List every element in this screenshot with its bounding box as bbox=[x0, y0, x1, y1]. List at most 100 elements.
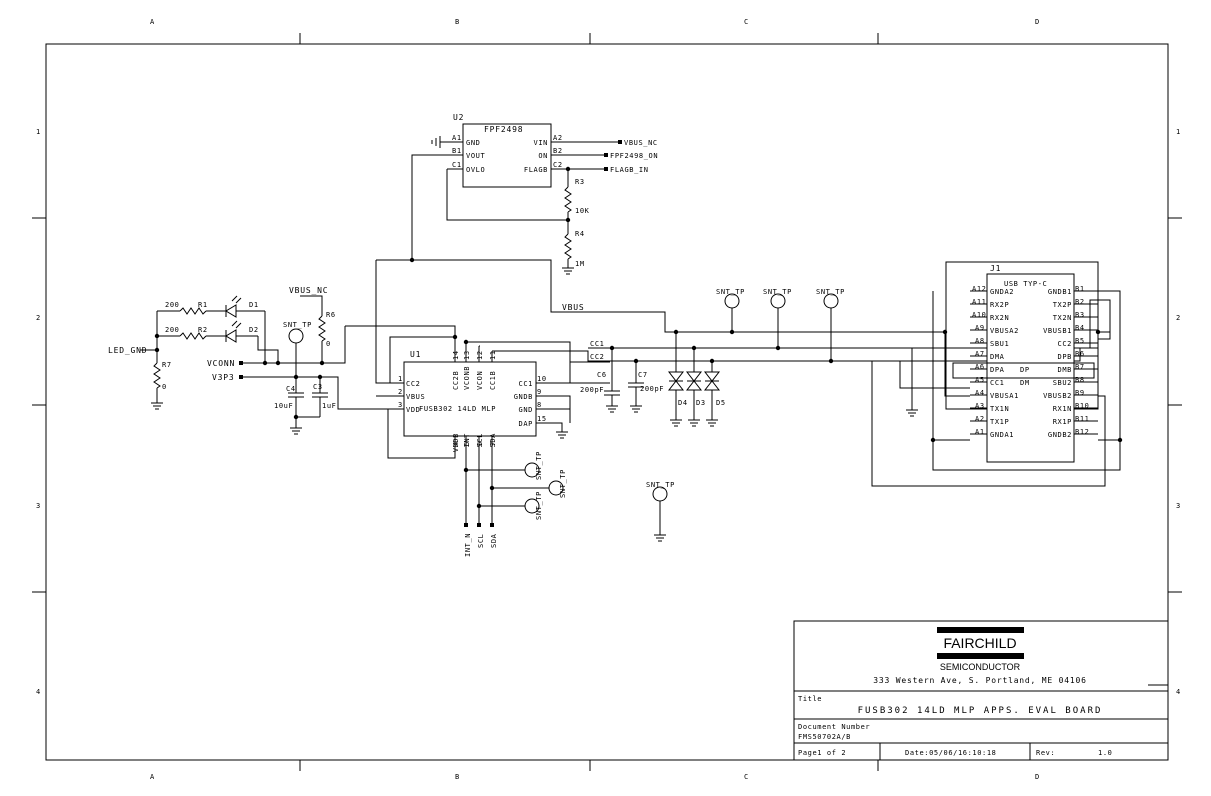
net-label-flagb-in: FLAGB_IN bbox=[610, 166, 649, 174]
ground-symbol bbox=[670, 419, 718, 427]
ground-symbol bbox=[556, 431, 568, 439]
ground-symbol bbox=[906, 409, 918, 417]
j1-dp-label: DP bbox=[1020, 366, 1030, 374]
j1-pin-name: GNDA2 bbox=[990, 288, 1014, 296]
u2-pin-name: FLAGB bbox=[524, 166, 548, 174]
capacitor-c3[interactable]: C3 1uF bbox=[312, 377, 336, 417]
j1-pin-name: RX2P bbox=[990, 301, 1009, 309]
c4-value: 10uF bbox=[274, 402, 293, 410]
u2-pin-num: B2 bbox=[553, 147, 563, 155]
u2-pin-name: GND bbox=[466, 139, 480, 147]
u2-pin-name: ON bbox=[538, 152, 548, 160]
u2-pin-num: C1 bbox=[452, 161, 462, 169]
u1-pin-num: 5 bbox=[463, 441, 471, 446]
led-d2[interactable]: D2 bbox=[225, 320, 259, 343]
ground-symbol bbox=[151, 402, 163, 410]
j1-pin-name: GNDB1 bbox=[1048, 288, 1072, 296]
j1-pin-name: SBU1 bbox=[990, 340, 1009, 348]
j1-pin-num: B6 bbox=[1075, 350, 1085, 358]
u2-pin-name: VOUT bbox=[466, 152, 485, 160]
test-point-label: SNT_TP bbox=[559, 469, 567, 498]
j1-pin-num: B10 bbox=[1075, 402, 1089, 410]
d3-ref: D3 bbox=[696, 399, 706, 407]
led-d1[interactable]: D1 bbox=[225, 295, 265, 318]
test-point[interactable]: SNT_TP bbox=[816, 288, 845, 364]
resistor-r6[interactable]: R6 0 bbox=[318, 311, 336, 363]
j1-pin-name: DMB bbox=[1058, 366, 1072, 374]
test-point[interactable]: SNT_TP bbox=[283, 321, 312, 377]
r6-ref: R6 bbox=[326, 311, 336, 319]
resistor-r3[interactable]: R3 10K bbox=[564, 169, 590, 220]
resistor-r4[interactable]: R4 1M bbox=[564, 220, 585, 268]
r3-ref: R3 bbox=[575, 178, 585, 186]
row-label-right-4: 4 bbox=[1176, 688, 1181, 696]
r7-value: 0 bbox=[162, 383, 167, 391]
j1-pin-name: RX1N bbox=[1053, 405, 1072, 413]
ic-u1[interactable]: U1 FUSB302 14LD MLP 1 2 3 CC2 VBUS VDD 1… bbox=[390, 336, 556, 523]
j1-pin-num: A10 bbox=[972, 311, 986, 319]
test-point[interactable]: SNT_TP bbox=[763, 288, 792, 351]
test-point[interactable]: SNT_TP bbox=[476, 491, 543, 520]
j1-pin-num: A7 bbox=[975, 350, 985, 358]
r7-ref: R7 bbox=[162, 361, 172, 369]
company-division: SEMICONDUCTOR bbox=[940, 662, 1021, 672]
net-label-vbus-nc: VBUS_NC bbox=[624, 139, 658, 147]
ground-symbol bbox=[431, 136, 441, 148]
net-label-int-n: INT_N bbox=[464, 533, 472, 557]
ground-symbol bbox=[606, 405, 618, 413]
test-point-label: SNT_TP bbox=[763, 288, 792, 296]
u1-pin-name: VBUS bbox=[406, 393, 425, 401]
j1-pin-name: VBUSA2 bbox=[990, 327, 1019, 335]
logo-bar-bottom bbox=[937, 653, 1024, 659]
tvs-diode-d3[interactable]: D3 bbox=[685, 348, 706, 420]
j1-pin-num: A5 bbox=[975, 376, 985, 384]
resistor-r1[interactable]: 200 R1 bbox=[157, 301, 226, 315]
c7-value: 200pF bbox=[640, 385, 664, 393]
u1-pin-name: DAP bbox=[519, 420, 533, 428]
net-label-fpf-on: FPF2498_ON bbox=[610, 152, 658, 160]
tvs-diode-d5[interactable]: D5 bbox=[703, 361, 726, 420]
drawing-title: FUSB302 14LD MLP APPS. EVAL BOARD bbox=[858, 706, 1103, 716]
u2-pin-num: C2 bbox=[553, 161, 563, 169]
u1-pin-num: 4 bbox=[452, 441, 460, 446]
u1-pin-num: 7 bbox=[489, 441, 497, 446]
u1-pin-num: 1 bbox=[398, 375, 403, 383]
j1-pin-num: B1 bbox=[1075, 285, 1085, 293]
capacitor-c4[interactable]: C4 10uF bbox=[274, 377, 304, 428]
col-label-top-a: A bbox=[150, 18, 155, 26]
j1-pin-name: VBUSA1 bbox=[990, 392, 1019, 400]
u1-pin-name: INT bbox=[463, 433, 471, 448]
tvs-diode-d4[interactable]: D4 bbox=[667, 332, 688, 420]
connector-j1[interactable]: J1 USB TYP-C A12 A11 A10 A9 A8 A7 A6 A5 … bbox=[945, 261, 1099, 463]
test-point[interactable]: SNT_TP bbox=[489, 469, 567, 498]
capacitor-c7[interactable]: C7 200pF bbox=[628, 361, 664, 406]
company-logo-text: FAIRCHILD bbox=[943, 635, 1016, 651]
test-point-label: SNT_TP bbox=[816, 288, 845, 296]
col-label-bottom-c: C bbox=[744, 773, 749, 781]
title-field-label: Title bbox=[798, 695, 822, 703]
j1-pin-num: A12 bbox=[972, 285, 986, 293]
test-point[interactable]: SNT_TP bbox=[463, 451, 543, 480]
ground-symbol bbox=[290, 427, 302, 435]
u2-pin-num: A1 bbox=[452, 134, 462, 142]
j1-pin-num: A4 bbox=[975, 389, 985, 397]
test-point[interactable]: SNT_TP bbox=[646, 481, 675, 542]
u1-pin-num: 2 bbox=[398, 388, 403, 396]
test-point-label: SNT_TP bbox=[646, 481, 675, 489]
u1-ref: U1 bbox=[410, 350, 421, 359]
u2-part: FPF2498 bbox=[484, 125, 523, 134]
capacitor-c6[interactable]: C6 200pF bbox=[580, 371, 620, 406]
resistor-r2[interactable]: 200 R2 bbox=[157, 326, 226, 340]
j1-dm-label: DM bbox=[1020, 379, 1030, 387]
net-label-scl: SCL bbox=[477, 534, 485, 548]
drawing-date: Date:05/06/16:10:18 bbox=[905, 749, 996, 757]
resistor-r7[interactable]: R7 0 bbox=[153, 361, 172, 403]
test-point[interactable]: SNT_TP bbox=[716, 288, 745, 335]
j1-pin-num: B7 bbox=[1075, 363, 1085, 371]
ic-u2[interactable]: U2 FPF2498 A1 B1 C1 GND VOUT OVLO A2 B2 … bbox=[440, 113, 575, 188]
u1-pin-num: 12 bbox=[476, 350, 484, 360]
j1-pin-name: RX1P bbox=[1053, 418, 1072, 426]
j1-pin-name: DPA bbox=[990, 366, 1005, 374]
row-label-right-1: 1 bbox=[1176, 128, 1181, 136]
